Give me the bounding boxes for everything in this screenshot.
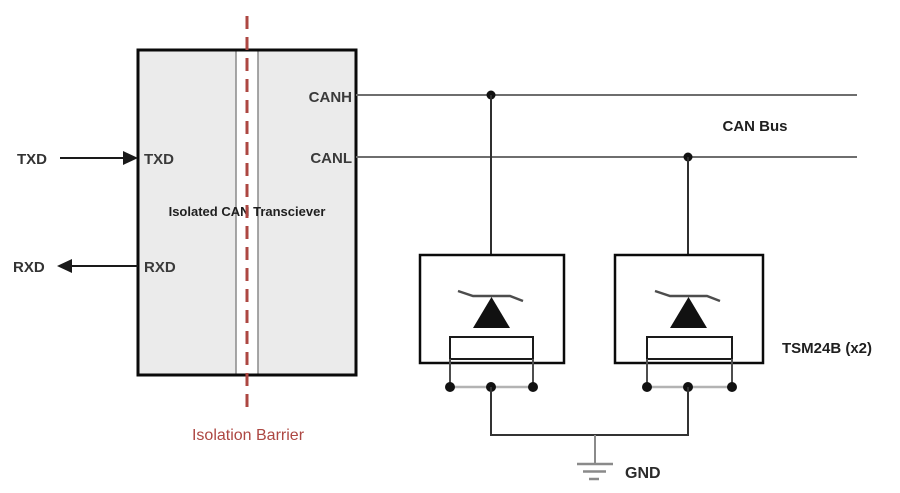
tvs2-dot-right [727, 382, 737, 392]
txd-arrowhead-icon [123, 151, 138, 165]
tvs2 [613, 157, 765, 392]
can-bus-label: CAN Bus [722, 118, 787, 135]
rxd-output: RXD [13, 259, 138, 276]
rxd-external-label: RXD [13, 259, 45, 276]
txd-external-label: TXD [17, 151, 47, 168]
pin-label-rxd: RXD [144, 259, 176, 276]
gnd-label: GND [625, 465, 661, 482]
tvs-part-label: TSM24B (x2) [782, 340, 872, 357]
tvs1-zener-bar-icon [457, 289, 524, 303]
tvs1-inner-box [449, 336, 534, 360]
isolation-barrier: Isolation Barrier [192, 16, 305, 444]
tvs2-dot-left [642, 382, 652, 392]
isolation-barrier-label: Isolation Barrier [192, 427, 305, 444]
tvs1 [418, 95, 566, 392]
tvs1-dot-right [528, 382, 538, 392]
rxd-arrowhead-icon [57, 259, 72, 273]
can-bus: CAN Bus [356, 90, 857, 162]
tvs2-inner-box [646, 336, 733, 360]
tvs2-diode-triangle-icon [670, 297, 707, 328]
pin-label-canh: CANH [309, 89, 352, 106]
ground-network: GND [490, 387, 689, 482]
gnd-symbol-icon [577, 435, 613, 481]
tvs2-zener-bar-icon [654, 289, 721, 303]
tvs1-diode-triangle-icon [473, 297, 510, 328]
tvs1-dot-left [445, 382, 455, 392]
txd-input: TXD [17, 151, 138, 168]
pin-label-canl: CANL [310, 150, 352, 167]
pin-label-txd: TXD [144, 151, 174, 168]
